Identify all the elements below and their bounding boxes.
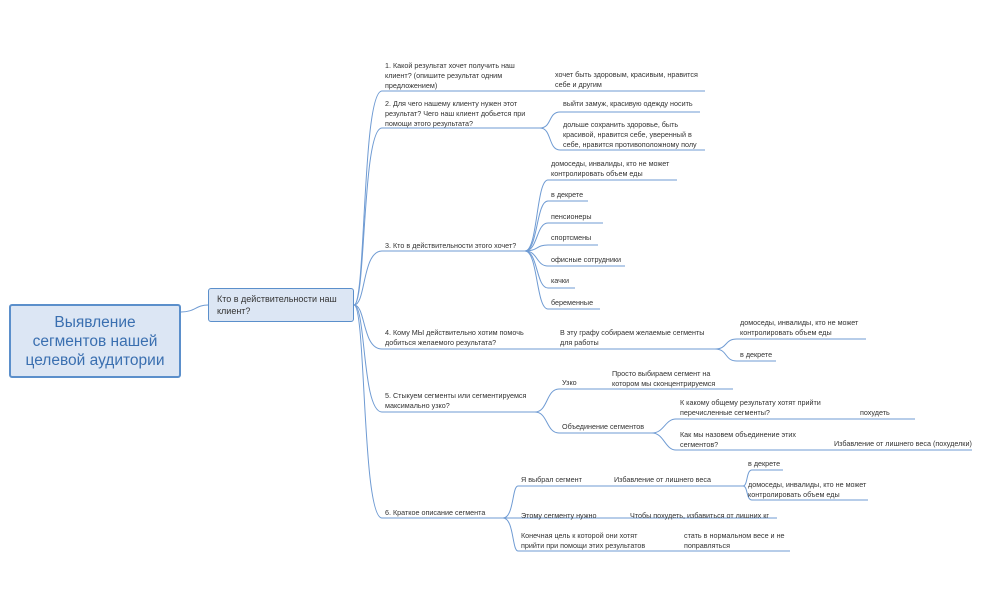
root-topic[interactable]: Выявление сегментов нашей целевой аудито… — [9, 304, 181, 378]
q3-segment[interactable]: спортсмены — [551, 233, 592, 242]
q6-needs-label[interactable]: Этому сегменту нужно — [521, 511, 597, 520]
q3-segment[interactable]: пенсионеры — [551, 212, 592, 221]
q5-union-question-1[interactable]: К какому общему результату хотят прийти … — [680, 398, 821, 417]
q3-segment[interactable]: домоседы, инвалиды, кто не может контрол… — [551, 159, 670, 178]
q4-note[interactable]: В эту графу собираем желаемые сегменты д… — [560, 328, 705, 347]
q5-union-question-2[interactable]: Как мы назовем объединение этих сегменто… — [680, 430, 796, 449]
question-4[interactable]: 4. Кому МЫ действительно хотим помочь до… — [385, 328, 524, 347]
q3-segment[interactable]: в декрете — [551, 190, 584, 199]
q6-chose-sub[interactable]: в декрете — [748, 459, 781, 468]
q1-answer[interactable]: хочет быть здоровым, красивым, нравится … — [555, 70, 698, 89]
q3-segment[interactable]: офисные сотрудники — [551, 255, 622, 264]
q6-goal-value[interactable]: стать в нормальном весе и не поправлятьс… — [684, 531, 785, 550]
q5-union-answer-1[interactable]: похудеть — [860, 408, 890, 417]
q3-segment[interactable]: беременные — [551, 298, 594, 307]
question-3[interactable]: 3. Кто в действительности этого хочет? — [385, 241, 517, 250]
q4-segment[interactable]: в декрете — [740, 350, 773, 359]
question-6[interactable]: 6. Краткое описание сегмента — [385, 508, 486, 517]
q6-chose-label[interactable]: Я выбрал сегмент — [521, 475, 582, 484]
q4-segment[interactable]: домоседы, инвалиды, кто не может контрол… — [740, 318, 859, 337]
q5-union[interactable]: Объединение сегментов — [562, 422, 645, 431]
q6-goal-label[interactable]: Конечная цель к которой они хотят прийти… — [521, 531, 646, 550]
q6-chose-sub[interactable]: домоседы, инвалиды, кто не может контрол… — [748, 480, 867, 499]
q3-segment[interactable]: качки — [551, 276, 570, 285]
question-1[interactable]: 1. Какой результат хочет получить наш кл… — [385, 61, 515, 90]
q5-narrow-desc[interactable]: Просто выбираем сегмент на котором мы ск… — [612, 369, 716, 388]
q5-narrow[interactable]: Узко — [562, 378, 577, 387]
q2-answer-2[interactable]: дольше сохранить здоровье, быть красивой… — [563, 120, 697, 149]
q6-needs-value[interactable]: Чтобы похудеть, избавиться от лишних кг — [630, 511, 769, 520]
q5-union-answer-2[interactable]: Избавление от лишнего веса (похуделки) — [834, 439, 972, 448]
q2-answer-1[interactable]: выйти замуж, красивую одежду носить — [563, 99, 693, 108]
main-topic[interactable]: Кто в действительности наш клиент? — [208, 288, 354, 322]
q6-chose-value[interactable]: Избавление от лишнего веса — [614, 475, 712, 484]
question-2[interactable]: 2. Для чего нашему клиенту нужен этот ре… — [385, 99, 526, 128]
question-5[interactable]: 5. Стыкуем сегменты или сегментируемся м… — [385, 391, 527, 410]
